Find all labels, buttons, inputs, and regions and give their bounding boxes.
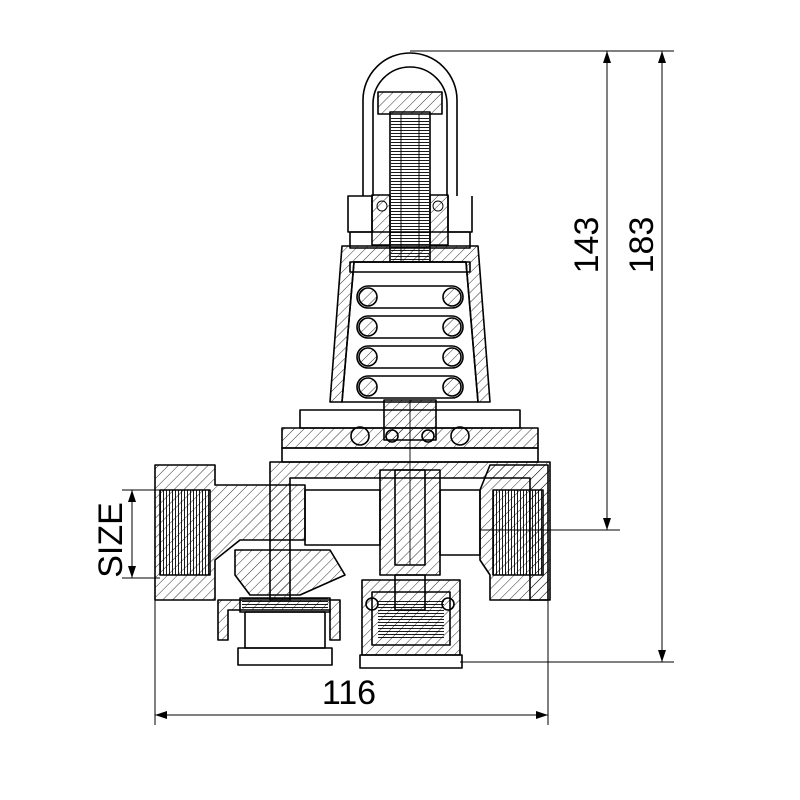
adjustment-cap — [347, 52, 473, 233]
strainer-cartridge — [217, 597, 341, 666]
dimension-183-label: 183 — [623, 217, 661, 274]
spring-coils — [356, 285, 464, 399]
dimension-143-label: 143 — [568, 217, 606, 274]
spring-bonnet — [329, 245, 491, 403]
adjustment-screw — [349, 111, 471, 263]
dimension-size-label: SIZE — [92, 502, 130, 578]
dimension-116-label: 116 — [322, 674, 376, 712]
seat-cartridge — [359, 574, 463, 669]
diaphragm-flange — [281, 399, 539, 470]
dimension-lines — [122, 50, 674, 725]
valve-body — [154, 461, 551, 601]
